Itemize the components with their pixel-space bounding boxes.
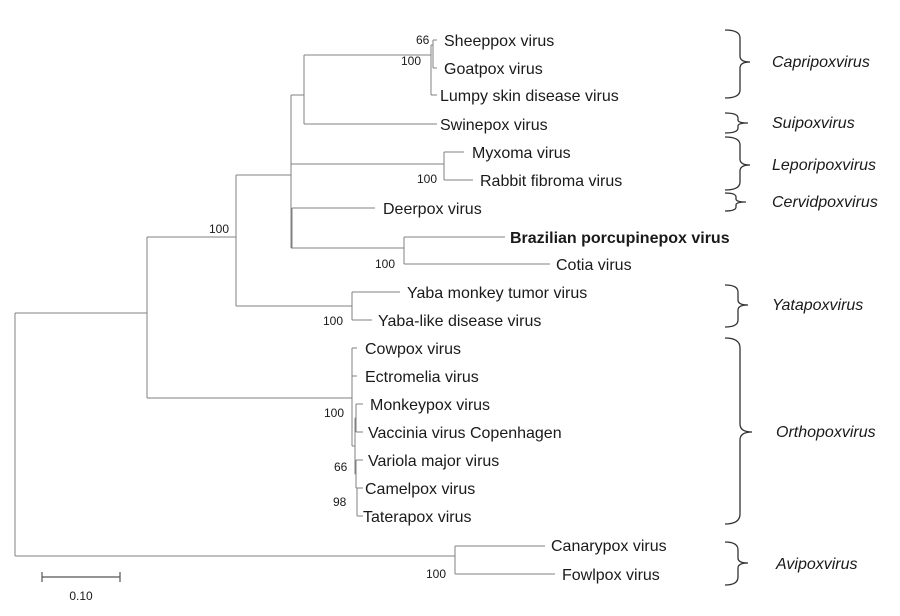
tree-branches: [14, 39, 555, 575]
genus-labels: Capripoxvirus Suipoxvirus Leporipoxvirus…: [772, 54, 878, 573]
scale-bar-label: 0.10: [69, 589, 93, 603]
bootstrap-brazilian-cotia: 100: [375, 257, 395, 271]
taxon-yaba-like-disease: Yaba-like disease virus: [378, 313, 541, 330]
bootstrap-variola-camelpox: 66: [334, 460, 348, 474]
bootstrap-avipox: 100: [426, 567, 446, 581]
bootstrap-yatapox: 100: [323, 314, 343, 328]
leaf-labels: Sheeppox virus Goatpox virus Lumpy skin …: [363, 33, 730, 584]
bootstrap-values: 66 100 100 100 100 100 100 66 98 100: [209, 33, 446, 581]
taxon-goatpox: Goatpox virus: [444, 61, 543, 78]
bracket-leporipoxvirus: [724, 136, 751, 191]
genus-avipoxvirus: Avipoxvirus: [775, 556, 858, 573]
taxon-lumpy-skin: Lumpy skin disease virus: [440, 88, 619, 105]
taxon-vaccinia-copenhagen: Vaccinia virus Copenhagen: [368, 425, 562, 442]
taxon-taterapox: Taterapox virus: [363, 509, 472, 526]
genus-orthopoxvirus: Orthopoxvirus: [776, 424, 876, 441]
taxon-swinepox: Swinepox virus: [440, 117, 548, 134]
bootstrap-orthopox: 100: [324, 406, 344, 420]
taxon-cowpox: Cowpox virus: [365, 341, 461, 358]
bootstrap-sheep-goat: 66: [416, 33, 430, 47]
bracket-orthopoxvirus: [724, 337, 753, 525]
genus-brackets: [724, 29, 753, 586]
genus-capripoxvirus: Capripoxvirus: [772, 54, 870, 71]
bracket-yatapoxvirus: [724, 284, 749, 328]
taxon-deerpox: Deerpox virus: [383, 201, 482, 218]
genus-leporipoxvirus: Leporipoxvirus: [772, 157, 876, 174]
taxon-camelpox: Camelpox virus: [365, 481, 475, 498]
bootstrap-capripox: 100: [401, 54, 421, 68]
bootstrap-chordopox: 100: [209, 222, 229, 236]
taxon-brazilian-porcupinepox: Brazilian porcupinepox virus: [510, 230, 730, 247]
genus-yatapoxvirus: Yatapoxvirus: [772, 297, 863, 314]
scale-bar: 0.10: [41, 572, 121, 603]
taxon-canarypox: Canarypox virus: [551, 538, 667, 555]
taxon-fowlpox: Fowlpox virus: [562, 567, 660, 584]
genus-suipoxvirus: Suipoxvirus: [772, 115, 855, 132]
bracket-cervidpoxvirus: [724, 192, 747, 212]
genus-cervidpoxvirus: Cervidpoxvirus: [772, 194, 878, 211]
taxon-myxoma: Myxoma virus: [472, 145, 571, 162]
bracket-capripoxvirus: [724, 29, 751, 99]
taxon-sheeppox: Sheeppox virus: [444, 33, 554, 50]
taxon-yaba-monkey-tumor: Yaba monkey tumor virus: [407, 285, 587, 302]
bootstrap-leporipox: 100: [417, 172, 437, 186]
bracket-avipoxvirus: [724, 541, 749, 586]
taxon-variola-major: Variola major virus: [368, 453, 499, 470]
taxon-monkeypox: Monkeypox virus: [370, 397, 490, 414]
taxon-rabbit-fibroma: Rabbit fibroma virus: [480, 173, 622, 190]
taxon-ectromelia: Ectromelia virus: [365, 369, 479, 386]
bracket-suipoxvirus: [724, 112, 749, 134]
taxon-cotia: Cotia virus: [556, 257, 632, 274]
bootstrap-camelpox-taterapox: 98: [333, 495, 347, 509]
